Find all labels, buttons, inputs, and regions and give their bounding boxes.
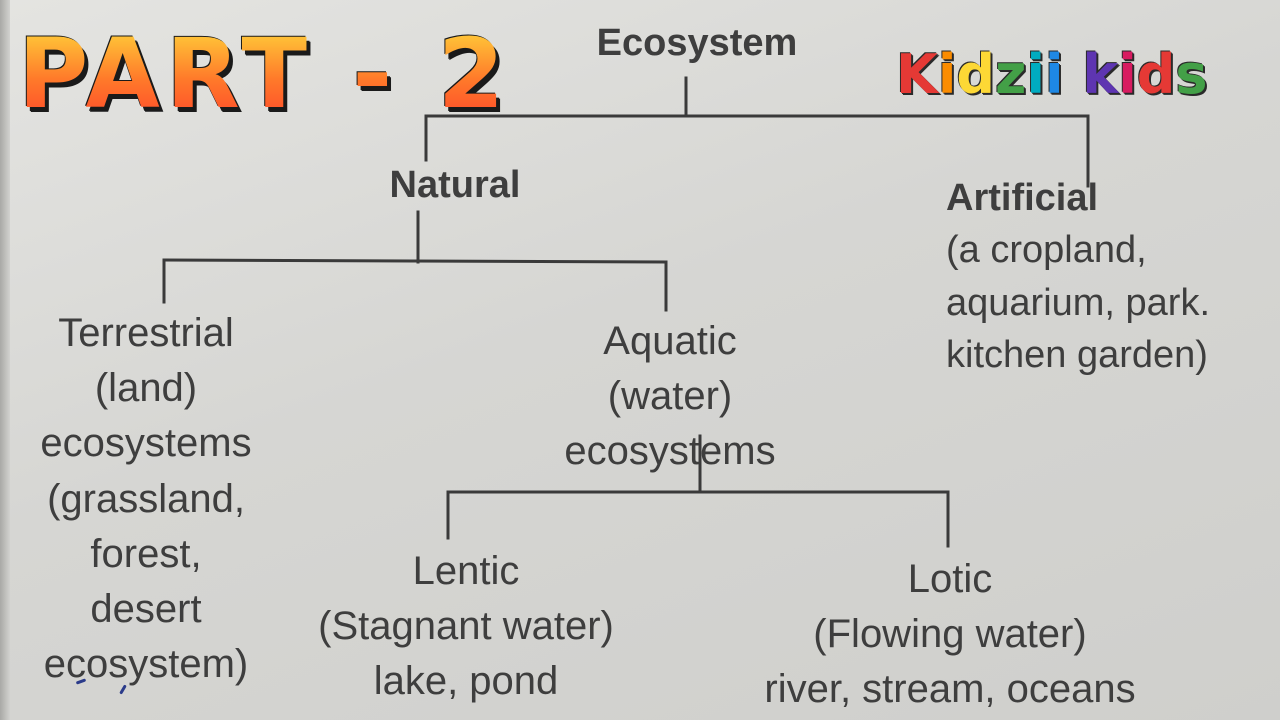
brand-letter [1064,48,1083,102]
terrestrial-line: Terrestrial [58,311,234,355]
brand-letter: k [1082,43,1119,106]
lotic-line: river, stream, oceans [764,667,1136,712]
node-terrestrial: Terrestrial (land) ecosystems (grassland… [4,306,288,692]
lotic-line: (Flowing water) [813,612,1087,657]
connector-level2-bar [162,258,668,264]
node-natural-label: Natural [389,164,521,206]
brand-logo: Kidzii kids [896,48,1208,102]
terrestrial-line: ecosystem) [43,642,249,687]
terrestrial-line: ecosystems [40,421,252,466]
terrestrial-line: forest, [90,531,202,576]
node-lentic: Lentic (Stagnant water) lake, pond [276,544,656,710]
artificial-example-line: (a cropland, [946,229,1147,272]
brand-letter: i [1044,43,1064,106]
lentic-line: lake, pond [373,659,559,704]
brand-letter: z [995,43,1027,106]
artificial-example-line: aquarium, park. [946,281,1211,324]
brand-letter: s [1175,43,1208,106]
brand-letter: d [1136,43,1176,106]
node-aquatic: Aquatic (water) ecosystems [530,314,810,480]
lentic-line: Lentic [412,549,520,593]
lotic-line: Lotic [907,557,993,601]
node-ecosystem-label: Ecosystem [596,22,798,64]
video-part-title: PART - 2 [18,18,511,130]
artificial-example-line: kitchen garden) [946,334,1208,377]
node-natural: Natural [340,166,570,204]
terrestrial-line: desert [90,586,202,631]
lentic-line: (Stagnant water) [318,604,614,649]
node-artificial: Artificial (a cropland, aquarium, park. … [946,172,1276,382]
paper-edge [0,0,10,720]
aquatic-line: ecosystems [564,429,776,474]
terrestrial-line: (land) [94,366,198,411]
aquatic-line: Aquatic [603,319,737,363]
brand-letter: d [956,43,996,106]
terrestrial-line: (grassland, [47,476,245,521]
brand-letter: i [1026,43,1045,106]
brand-letter: i [937,43,957,106]
node-ecosystem: Ecosystem [574,24,820,62]
node-lotic: Lotic (Flowing water) river, stream, oce… [722,552,1178,718]
aquatic-line: (water) [607,374,733,419]
brand-letter: K [896,43,938,106]
node-artificial-label: Artificial [946,177,1099,219]
brand-letter: i [1118,43,1137,106]
